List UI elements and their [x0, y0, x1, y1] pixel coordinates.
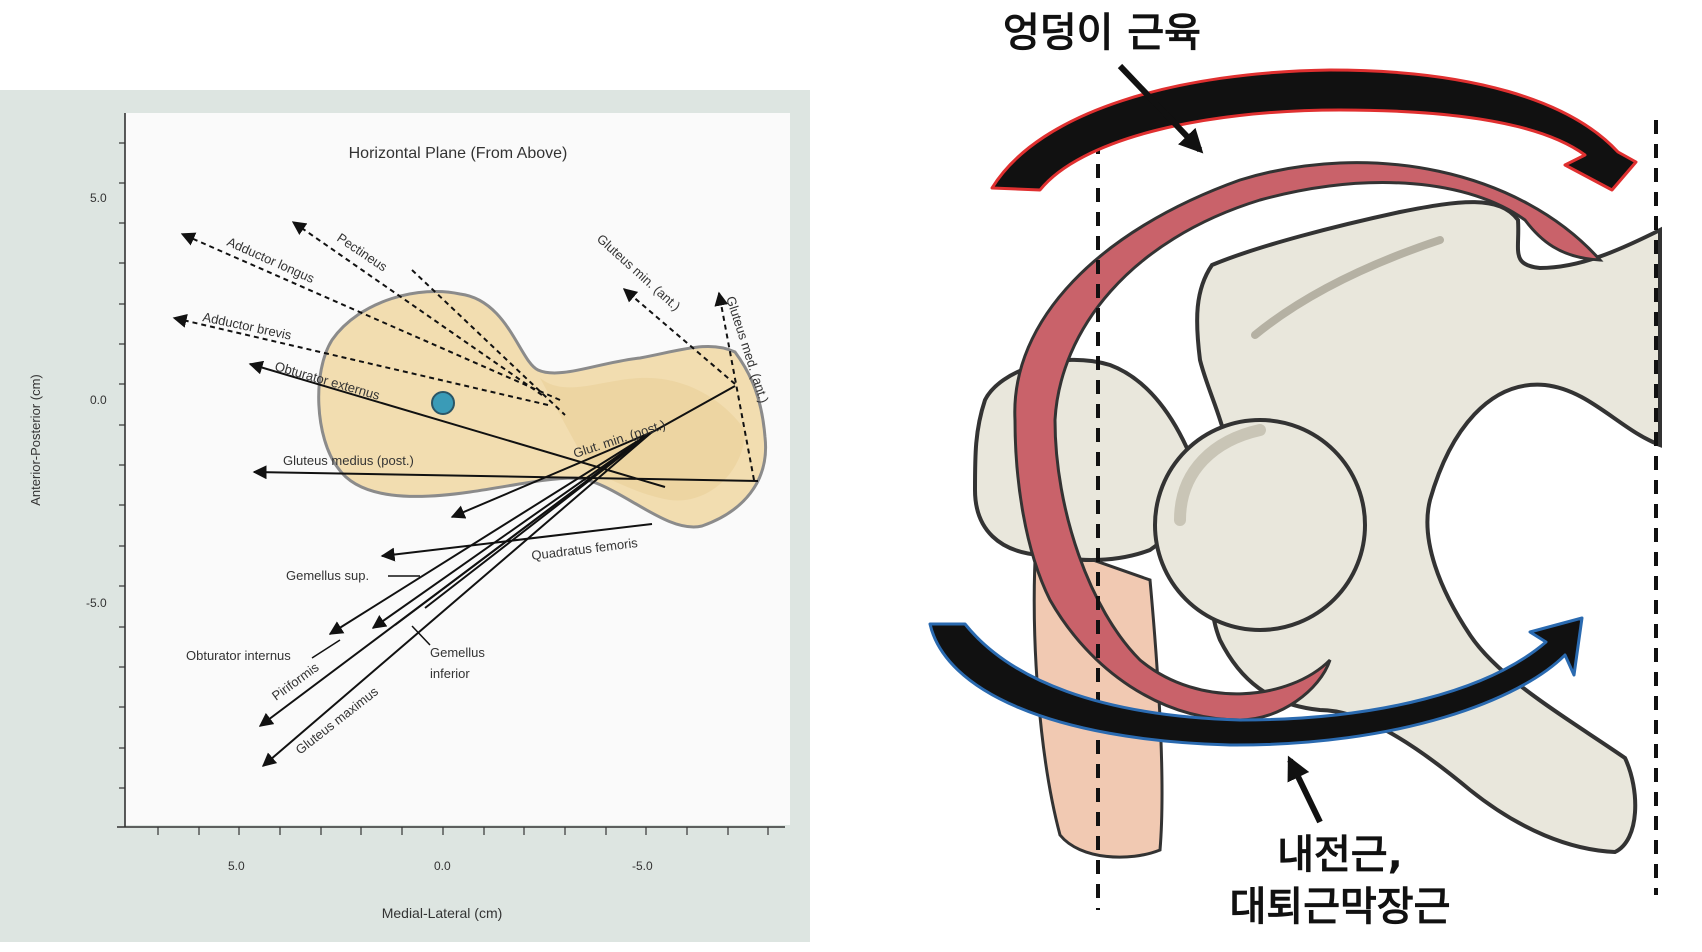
- x-tick-label: 0.0: [434, 859, 451, 873]
- y-tick-label: 5.0: [90, 191, 107, 205]
- label-gluteus-medius-post: Gluteus medius (post.): [283, 453, 414, 468]
- label-gemellus-inferior-line1: Gemellus: [430, 645, 485, 660]
- top-pointer-arrow: [1117, 63, 1204, 154]
- femoral-head-shading: [1174, 424, 1266, 526]
- femoral-head: [1153, 418, 1367, 632]
- bottom-label-line2: 대퇴근막장근: [1230, 884, 1451, 930]
- y-axis-title: Anterior-Posterior (cm): [28, 374, 43, 505]
- leader-lines: [311, 575, 431, 659]
- plot-title: Horizontal Plane (From Above): [349, 145, 568, 162]
- y-tick-label: -5.0: [86, 596, 107, 610]
- x-tick-label: 5.0: [228, 859, 245, 873]
- bottom-pointer-arrow: [1287, 755, 1323, 824]
- hip-joint-center-marker: [431, 391, 455, 415]
- label-obturator-internus: Obturator internus: [186, 648, 291, 663]
- solid-vectors: [248, 360, 759, 767]
- y-tick-label: 0.0: [90, 393, 107, 407]
- top-label: 엉덩이 근육: [1003, 10, 1201, 56]
- pelvis-rim-shading: [1251, 236, 1444, 339]
- dashed-vectors: [172, 221, 755, 481]
- x-tick-label: -5.0: [632, 859, 653, 873]
- bottom-rotation-arrow: [928, 616, 1584, 747]
- y-axis-ticks: [119, 142, 125, 789]
- label-gemellus-sup: Gemellus sup.: [286, 568, 369, 583]
- label-gemellus-inferior-line2: inferior: [430, 666, 470, 681]
- bottom-label-line1: 내전근,: [1277, 832, 1403, 878]
- hip-muscle-ring: [1013, 161, 1604, 722]
- x-axis-ticks: [157, 827, 769, 835]
- x-axis-title: Medial-Lateral (cm): [382, 905, 503, 921]
